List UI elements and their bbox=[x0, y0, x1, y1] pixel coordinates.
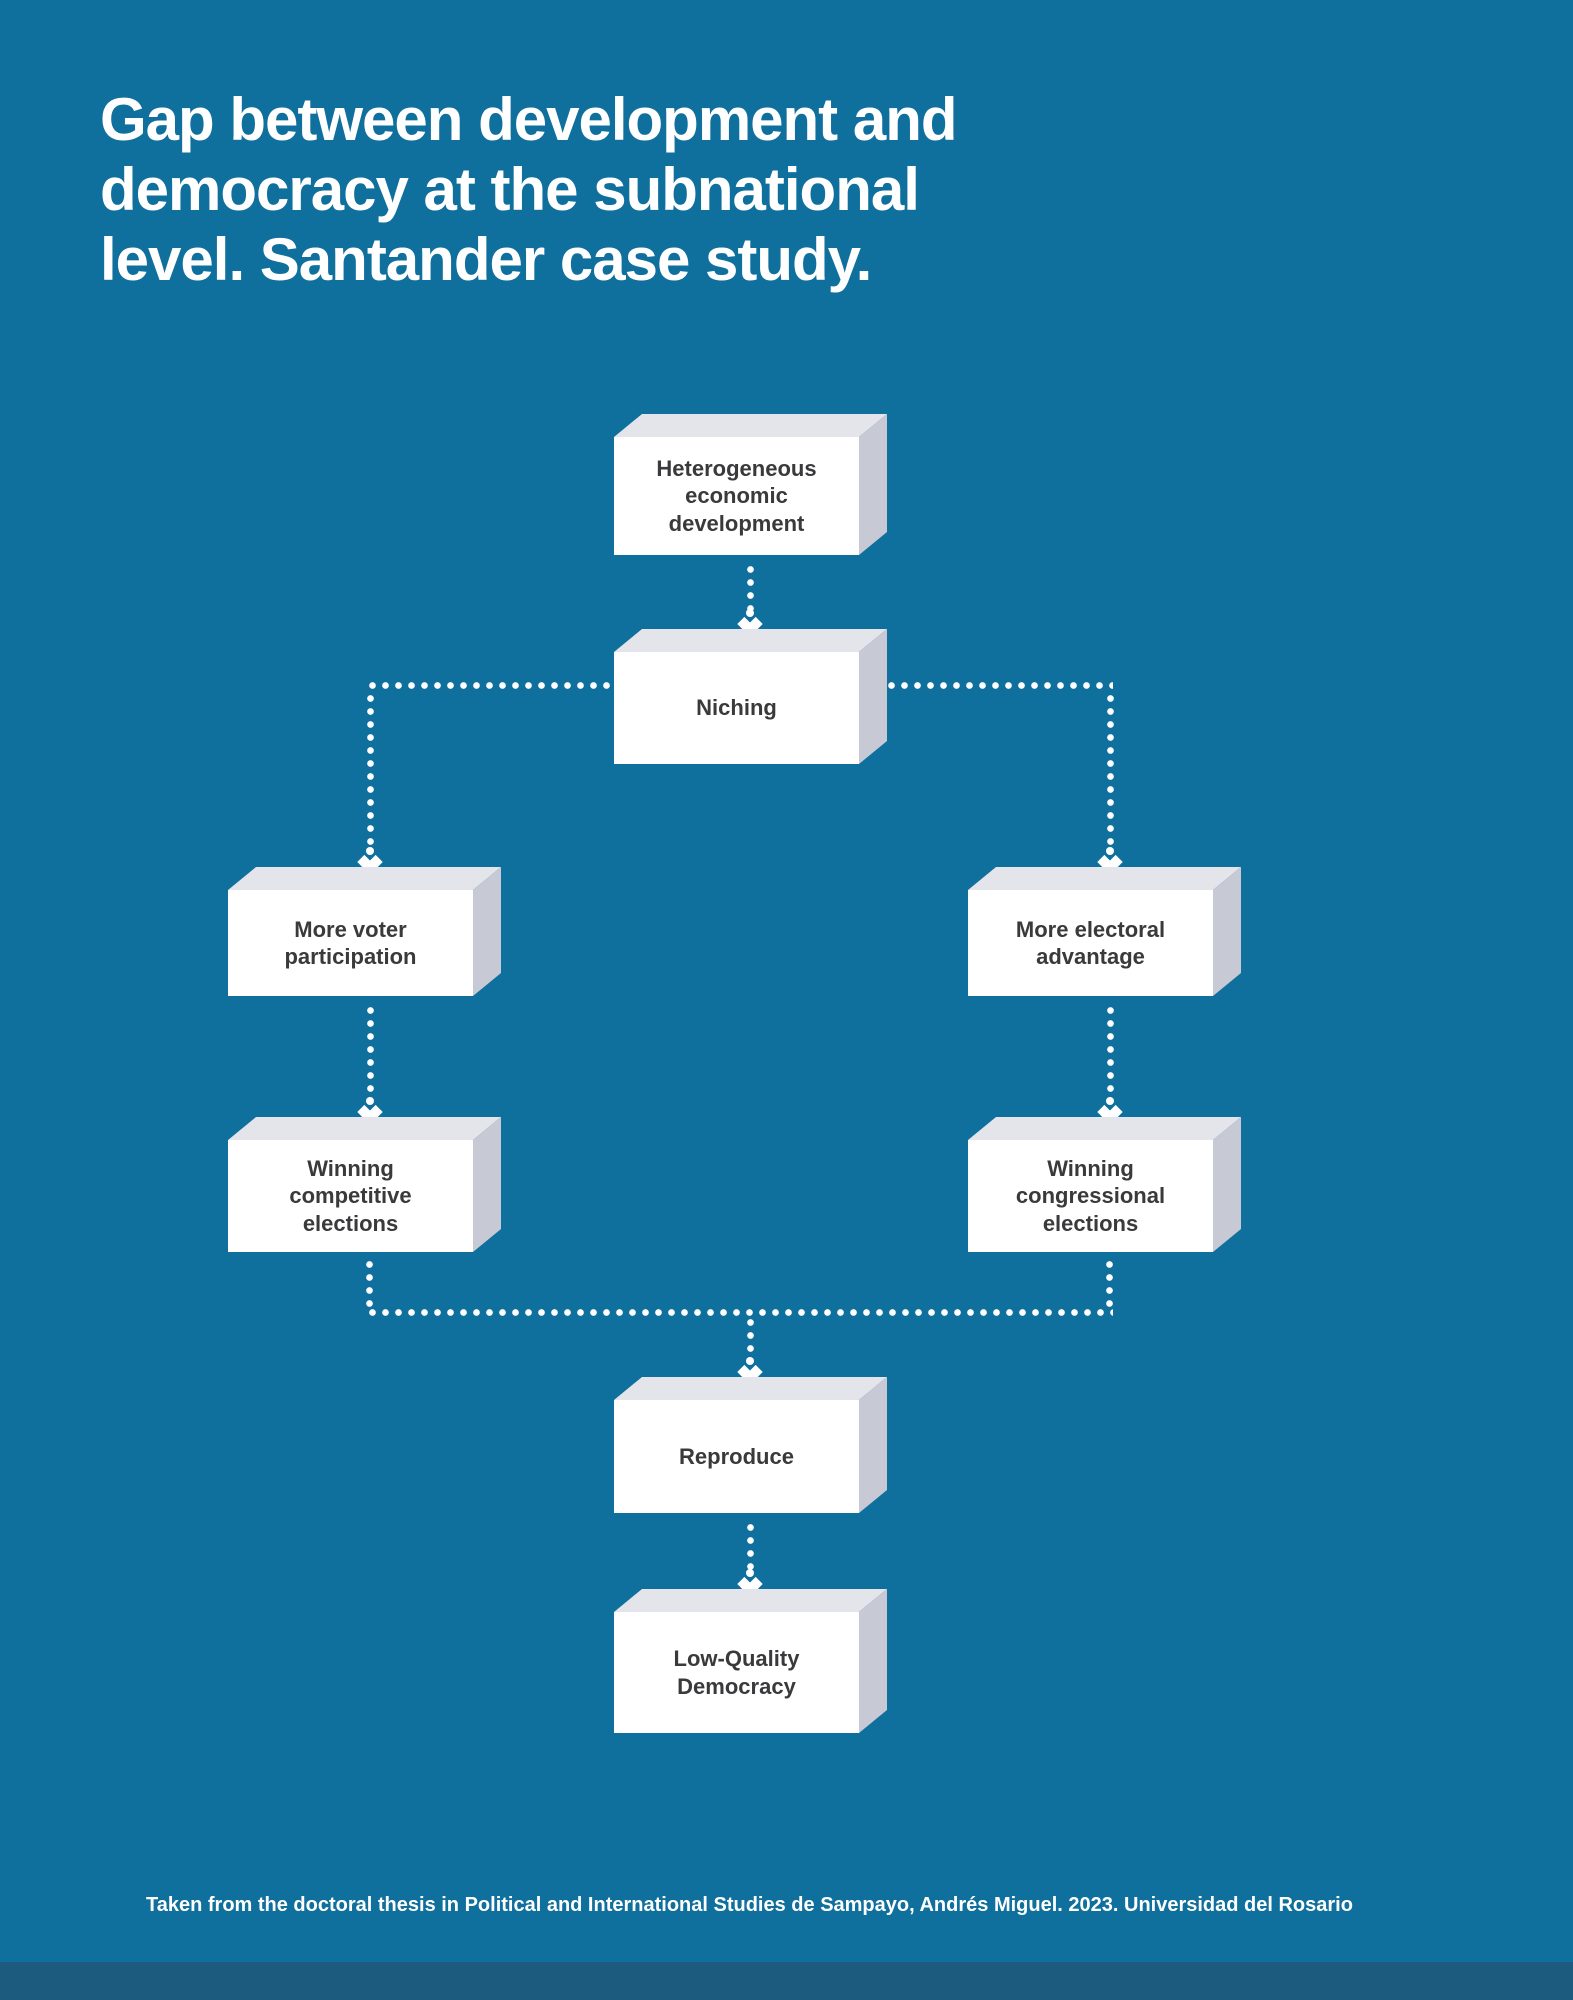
dotted-line bbox=[746, 1521, 754, 1570]
footer-strip bbox=[0, 1962, 1573, 2000]
box-top-face bbox=[614, 414, 888, 437]
box-side-face bbox=[859, 629, 887, 764]
box-top-face bbox=[228, 1117, 502, 1140]
dotted-line bbox=[1106, 1004, 1114, 1098]
connector-converge-horizontal bbox=[366, 1309, 1113, 1316]
connector-niching-electoral bbox=[1088, 692, 1132, 888]
dotted-line bbox=[366, 692, 374, 848]
arrow-down-icon bbox=[1088, 846, 1132, 888]
connector-niching-left-horizontal bbox=[366, 682, 614, 689]
box-front-face: Winning competitive elections bbox=[228, 1140, 473, 1252]
connector-voter-competitive bbox=[348, 1004, 392, 1138]
box-side-face bbox=[473, 1117, 501, 1252]
connector-electoral-congressional bbox=[1088, 1004, 1132, 1138]
box-front-face: More electoral advantage bbox=[968, 890, 1213, 996]
connector-heterogeneous-niching bbox=[728, 563, 772, 650]
box-top-face bbox=[614, 629, 888, 652]
box-label: Niching bbox=[696, 695, 777, 721]
box-top-face bbox=[968, 1117, 1242, 1140]
box-label: Winning competitive elections bbox=[289, 1155, 412, 1236]
box-front-face: Winning congressional elections bbox=[968, 1140, 1213, 1252]
box-label: More electoral advantage bbox=[1015, 916, 1166, 970]
box-side-face bbox=[1213, 867, 1241, 996]
box-front-face: More voter participation bbox=[228, 890, 473, 996]
dotted-line bbox=[366, 1004, 374, 1098]
box-top-face bbox=[614, 1377, 888, 1400]
dotted-line bbox=[1106, 692, 1114, 848]
box-top-face bbox=[228, 867, 502, 890]
box-front-face: Niching bbox=[614, 652, 859, 764]
box-side-face bbox=[859, 1589, 887, 1733]
box-top-face bbox=[968, 867, 1242, 890]
arrow-down-icon bbox=[728, 608, 772, 650]
arrow-down-icon bbox=[348, 846, 392, 888]
box-top-face bbox=[614, 1589, 888, 1612]
box-label: Winning congressional elections bbox=[1015, 1155, 1166, 1236]
connector-competitive-drop bbox=[366, 1258, 373, 1312]
page-title: Gap between development and democracy at… bbox=[100, 85, 1200, 296]
box-side-face bbox=[473, 867, 501, 996]
arrow-down-icon bbox=[728, 1568, 772, 1610]
arrow-down-icon bbox=[1088, 1096, 1132, 1138]
box-label: Heterogeneous economic development bbox=[656, 455, 817, 536]
box-front-face: Reproduce bbox=[614, 1400, 859, 1513]
title-line-3: level. Santander case study. bbox=[100, 226, 872, 294]
connector-congressional-drop bbox=[1106, 1258, 1113, 1312]
arrow-down-icon bbox=[348, 1096, 392, 1138]
box-label: Reproduce bbox=[679, 1443, 794, 1469]
box-side-face bbox=[1213, 1117, 1241, 1252]
connector-niching-right-horizontal bbox=[859, 682, 1113, 689]
connector-niching-voter bbox=[348, 692, 392, 888]
title-line-1: Gap between development and bbox=[100, 86, 958, 153]
box-side-face bbox=[859, 414, 887, 555]
box-front-face: Heterogeneous economic development bbox=[614, 437, 859, 555]
box-side-face bbox=[859, 1377, 887, 1513]
source-caption: Taken from the doctoral thesis in Politi… bbox=[146, 1894, 1353, 1916]
box-front-face: Low-Quality Democracy bbox=[614, 1612, 859, 1733]
connector-reproduce-lowquality bbox=[728, 1521, 772, 1610]
box-label: Low-Quality Democracy bbox=[673, 1646, 800, 1699]
connector-converge-reproduce bbox=[728, 1316, 772, 1398]
dotted-line bbox=[746, 563, 754, 610]
arrow-down-icon bbox=[728, 1356, 772, 1398]
box-label: More voter participation bbox=[284, 916, 417, 970]
title-line-2: democracy at the subnational bbox=[100, 156, 920, 224]
dotted-line bbox=[746, 1316, 754, 1358]
